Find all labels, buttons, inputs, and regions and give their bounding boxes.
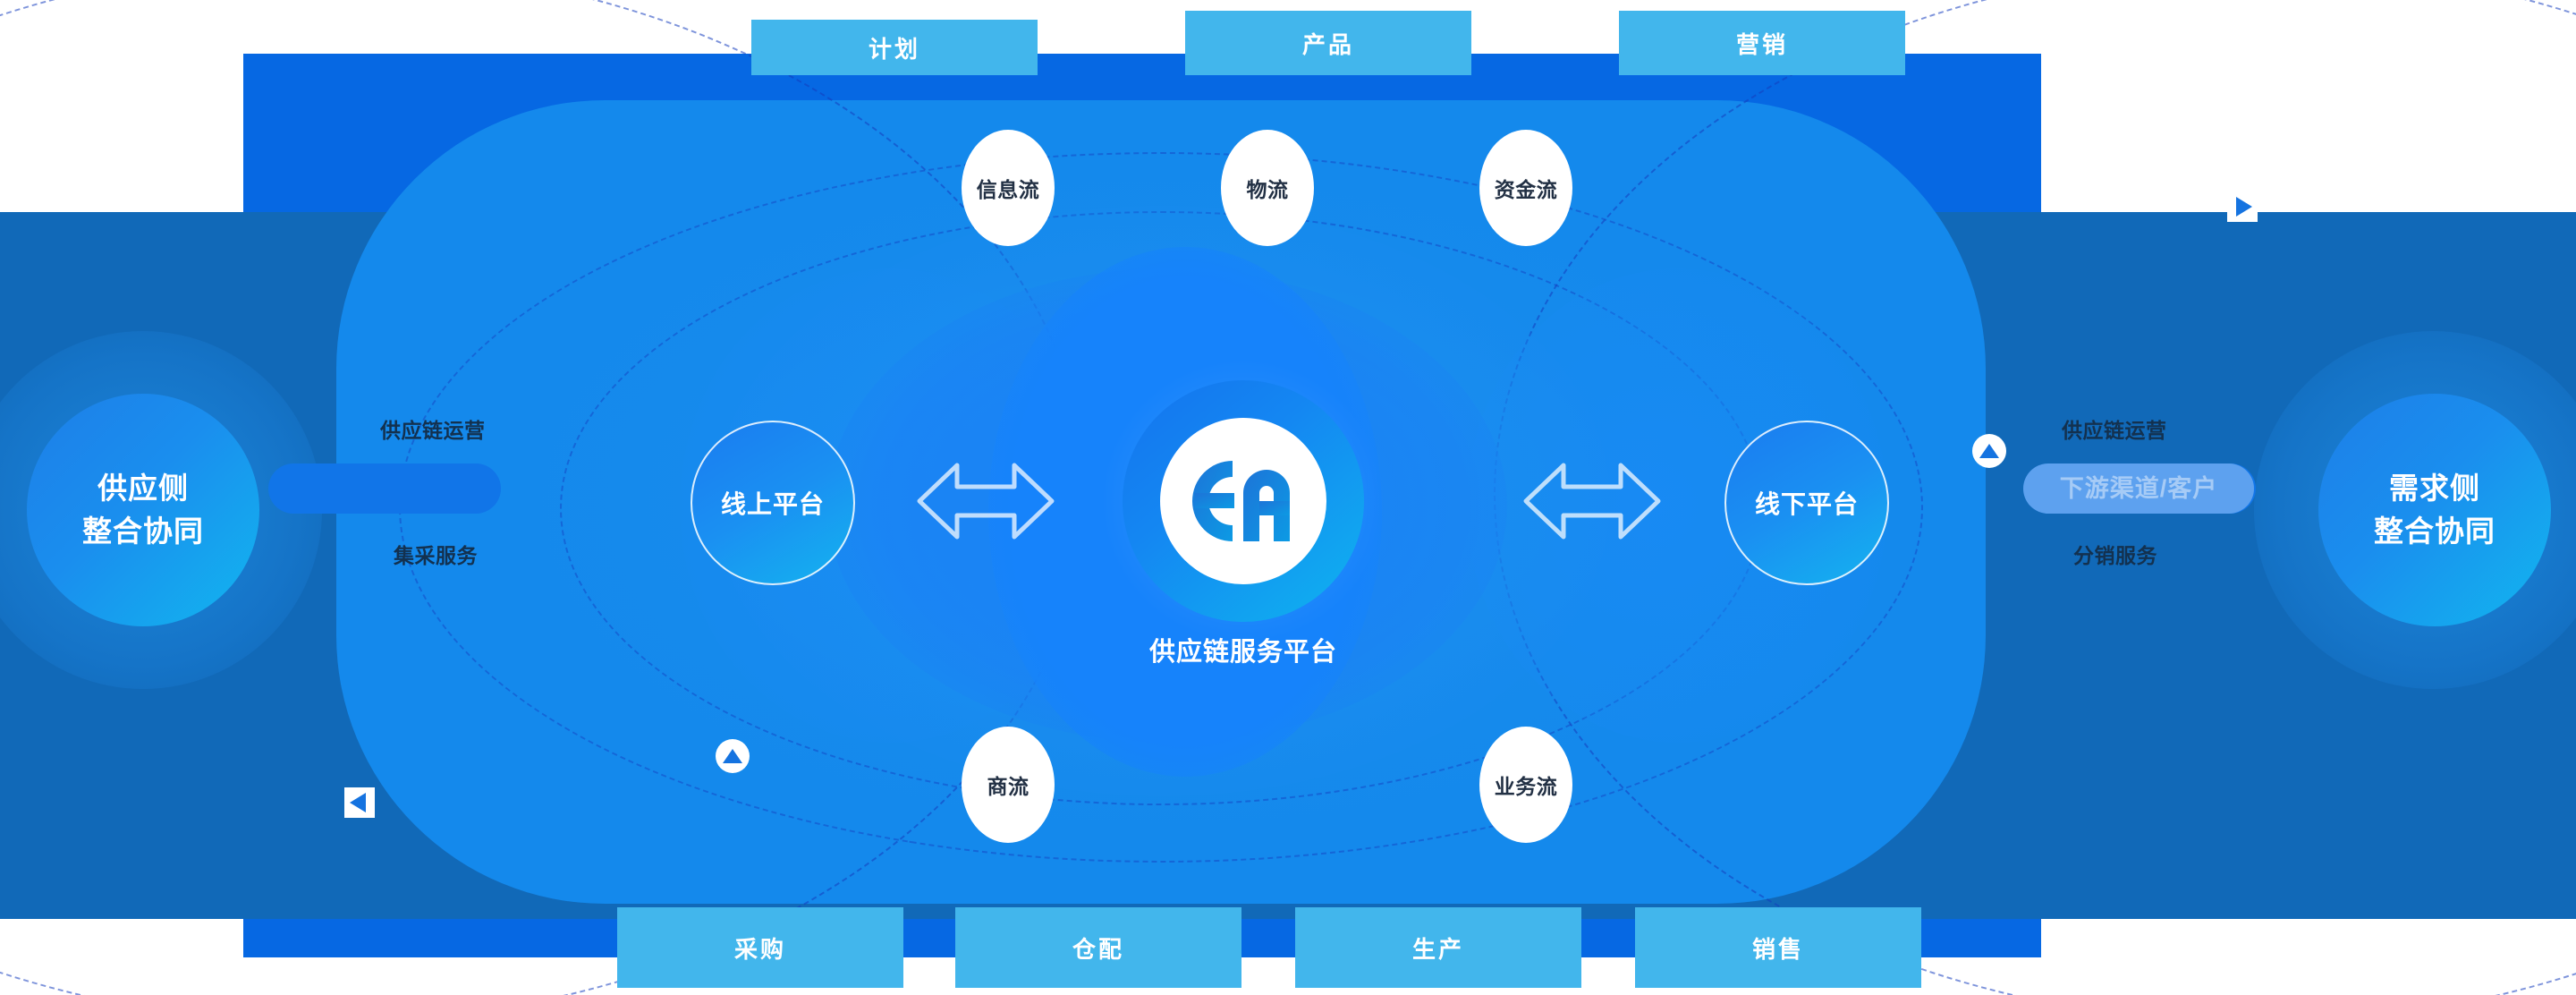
core-label: 供应链服务平台	[1148, 638, 1337, 667]
triangle-up	[1979, 444, 1999, 458]
play-left-icon[interactable]	[344, 787, 375, 818]
tab-procurement[interactable]: 采购	[617, 907, 903, 988]
supply-side-circle[interactable]: 供应侧 整合协同	[27, 394, 259, 626]
caret-up-right-icon[interactable]	[1972, 434, 2006, 468]
tab-label: 营销	[1735, 30, 1788, 58]
offline-platform-circle[interactable]: 线下平台	[1724, 421, 1889, 585]
supply-side-line1: 供应侧	[97, 472, 189, 506]
triangle-right	[2236, 197, 2252, 217]
tab-warehouse[interactable]: 仓配	[955, 907, 1241, 988]
tab-product[interactable]: 产品	[1185, 11, 1471, 75]
left-service-bottom-label: 集采服务	[394, 544, 478, 567]
flow-label: 商流	[987, 775, 1030, 798]
core-logo-disc	[1160, 418, 1326, 584]
tab-marketing[interactable]: 营销	[1619, 11, 1905, 75]
tab-sales[interactable]: 销售	[1635, 907, 1921, 988]
core-circle[interactable]	[1123, 380, 1364, 622]
online-platform-circle[interactable]: 线上平台	[691, 421, 855, 585]
bubble-disc	[962, 727, 1055, 843]
flow-bubble-capital[interactable]: 资金流	[1479, 130, 1572, 246]
tab-label: 仓配	[1072, 935, 1124, 963]
tab-label: 销售	[1751, 935, 1804, 963]
flow-bubble-logistics[interactable]: 物流	[1221, 130, 1314, 246]
tab-production[interactable]: 生产	[1295, 907, 1581, 988]
online-platform-label: 线上平台	[720, 490, 825, 518]
demand-side-line1: 需求侧	[2389, 472, 2480, 506]
downstream-channel-highlight[interactable]: 下游渠道/客户	[2023, 463, 2254, 514]
flow-label: 资金流	[1494, 178, 1558, 201]
offline-platform-label: 线下平台	[1754, 490, 1859, 518]
bubble-disc	[962, 130, 1055, 246]
left-connector-bar	[268, 463, 501, 514]
tab-label: 计划	[868, 35, 920, 63]
demand-side-circle[interactable]: 需求侧 整合协同	[2318, 394, 2551, 626]
tab-label: 生产	[1411, 935, 1464, 963]
flow-label: 信息流	[976, 178, 1040, 201]
demand-side-line2: 整合协同	[2374, 515, 2496, 548]
caret-up-left-icon[interactable]	[716, 739, 750, 773]
downstream-channel-label: 下游渠道/客户	[2059, 475, 2218, 502]
bidirectional-arrow-left-icon	[914, 447, 1057, 555]
bubble-disc	[1479, 130, 1572, 246]
flow-label: 物流	[1246, 178, 1289, 201]
flow-bubble-business[interactable]: 业务流	[1479, 727, 1572, 843]
triangle-up	[723, 749, 742, 763]
right-service-top-label: 供应链运营	[2062, 419, 2167, 442]
bubble-disc	[1221, 130, 1314, 246]
flow-label: 业务流	[1494, 775, 1558, 798]
flow-bubble-information[interactable]: 信息流	[962, 130, 1055, 246]
triangle-left	[350, 793, 366, 812]
play-right-icon[interactable]	[2227, 191, 2258, 222]
bidirectional-arrow-right-icon	[1521, 447, 1664, 555]
tab-label: 产品	[1301, 30, 1354, 58]
ea-logo-icon	[1192, 461, 1290, 541]
right-connector-bar	[2023, 463, 2256, 514]
supply-side-line2: 整合协同	[82, 515, 204, 548]
left-service-top-label: 供应链运营	[380, 419, 486, 442]
tab-plan[interactable]: 计划	[751, 20, 1038, 75]
right-service-bottom-label: 分销服务	[2073, 544, 2157, 567]
flow-bubble-commerce[interactable]: 商流	[962, 727, 1055, 843]
tab-label: 采购	[733, 935, 786, 963]
bubble-disc	[1479, 727, 1572, 843]
